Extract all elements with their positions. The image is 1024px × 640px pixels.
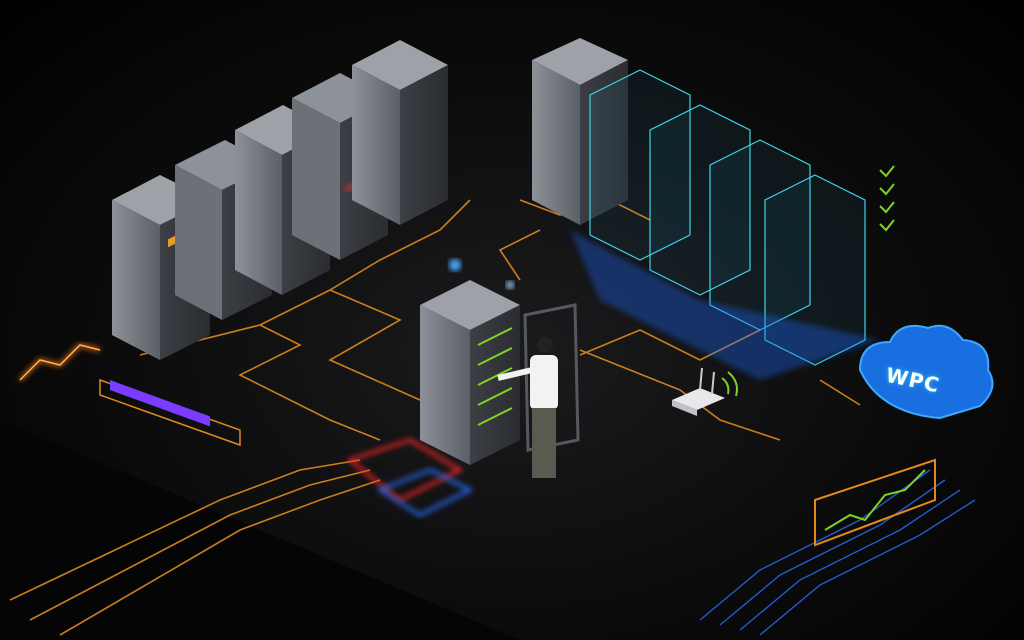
bar-gauge [99, 378, 241, 447]
hologram-rack-row [532, 38, 880, 380]
checklist-icons [879, 165, 895, 232]
line-chart-widget [18, 343, 101, 382]
floor-shadow [0, 420, 520, 640]
central-server-rack [420, 280, 580, 465]
glow-accents [346, 259, 514, 517]
server-rack [352, 40, 448, 225]
blue-data-lines [699, 469, 976, 636]
server-rack-row [112, 40, 448, 360]
wifi-router [672, 367, 738, 416]
technician-figure [497, 337, 558, 478]
line-chart-widget [814, 458, 936, 547]
cloud-icon [858, 324, 994, 420]
